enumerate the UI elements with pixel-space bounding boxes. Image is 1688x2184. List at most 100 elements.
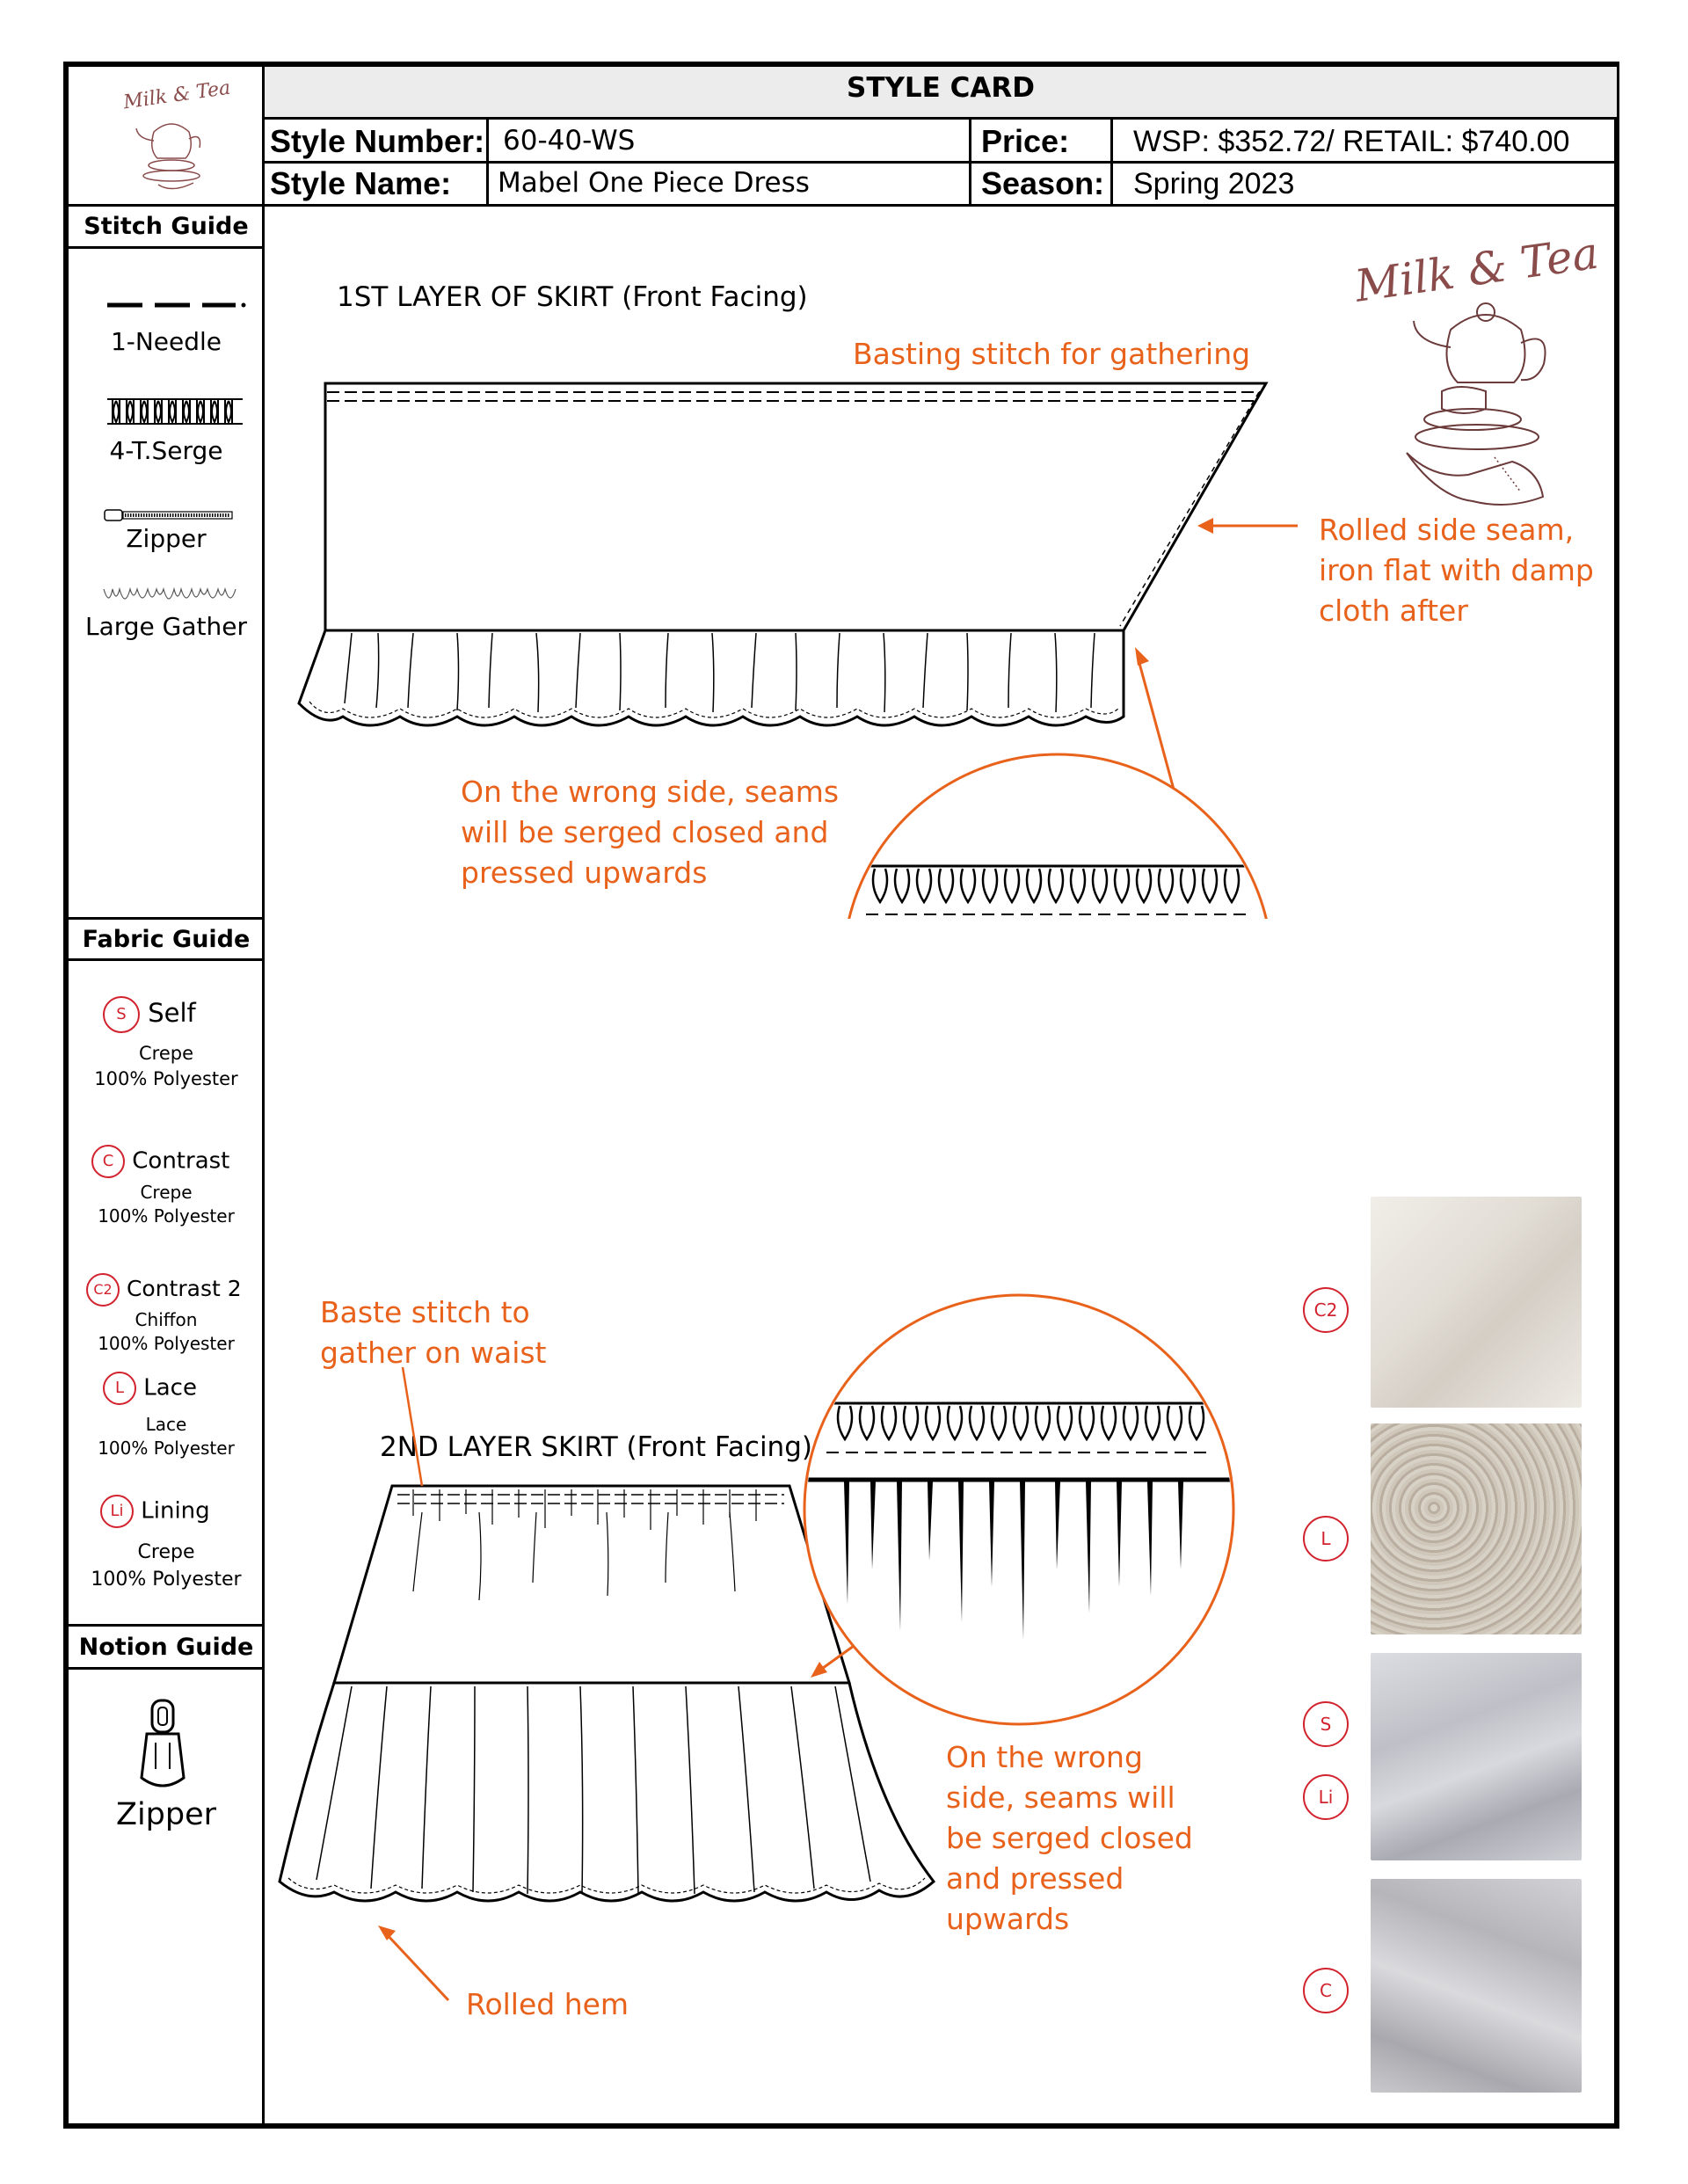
note-line: upwards: [946, 1902, 1070, 1936]
fabric-lining-name: Lining: [141, 1497, 210, 1525]
season-label: Season:: [981, 165, 1105, 201]
fabric-guide-title: Fabric Guide: [82, 926, 251, 953]
fabric-code-badge: Li: [1303, 1774, 1349, 1820]
fabric-guide-top-line: [66, 917, 264, 920]
fabric-code-badge: S: [103, 996, 140, 1033]
stitch-guide-line: [66, 246, 264, 249]
swatch-code-s: S: [1303, 1701, 1349, 1747]
fabric-self-type: Crepe: [138, 1043, 193, 1064]
fabric-code-badge: Li: [100, 1495, 134, 1528]
fabric-self: S Self: [103, 996, 196, 1033]
swatch-crepe-self-image: [1371, 1653, 1582, 1860]
notion-zipper-label: Zipper: [115, 1797, 217, 1832]
one-needle-stitch-icon: [107, 302, 246, 308]
stitch-zipper-label: Zipper: [126, 524, 207, 553]
header-line-1: [262, 117, 1617, 120]
stitch-serge-label: 4-T.Serge: [109, 436, 223, 465]
fabric-code-badge: L: [1303, 1516, 1349, 1562]
header-divider-a: [486, 118, 489, 205]
stitch-large-gather-label: Large Gather: [85, 612, 247, 641]
layer1-skirt-drawing: [297, 382, 1298, 919]
sidebar-divider: [262, 64, 265, 2126]
fabric-code-badge: L: [103, 1372, 136, 1405]
page-title: STYLE CARD: [847, 72, 1035, 104]
style-number-label: Style Number:: [270, 123, 485, 159]
swatch-crepe-contrast-image: [1371, 1879, 1582, 2093]
note-line: On the wrong: [946, 1740, 1143, 1774]
note-line: Rolled side seam,: [1319, 513, 1575, 547]
fabric-code-badge: C: [1303, 1968, 1349, 2013]
layer1-basting-note: Basting stitch for gathering: [853, 337, 1251, 371]
brand-logo-small: Milk & Tea: [121, 77, 232, 190]
layer1-side-seam-note: Rolled side seam, iron flat with damp cl…: [1319, 510, 1594, 631]
fabric-lace: L Lace: [103, 1372, 197, 1405]
fabric-contrast-2-type: Chiffon: [135, 1309, 198, 1330]
fabric-guide-line: [66, 958, 264, 961]
price-value: WSP: $352.72/ RETAIL: $740.00: [1133, 125, 1570, 158]
fabric-contrast-2-name: Contrast 2: [126, 1276, 242, 1301]
note-line: cloth after: [1319, 593, 1468, 628]
fabric-lace-type: Lace: [145, 1414, 187, 1435]
fabric-contrast-2-content: 100% Polyester: [98, 1333, 235, 1354]
logo-text-small: Milk & Tea: [121, 77, 232, 114]
price-label: Price:: [981, 123, 1070, 159]
layer2-waist-note: Baste stitch to gather on waist: [320, 1292, 547, 1373]
layer1-seam-note: On the wrong side, seams will be serged …: [461, 772, 839, 893]
notion-guide-title: Notion Guide: [78, 1634, 254, 1661]
note-line: gather on waist: [320, 1336, 547, 1370]
logo-text-large: Milk & Tea: [1351, 228, 1602, 312]
header-line-2: [262, 161, 1617, 164]
swatch-code-c2: C2: [1303, 1287, 1349, 1333]
notion-guide-top-line: [66, 1624, 264, 1627]
brand-logo-large: Milk & Tea: [1351, 228, 1602, 506]
fabric-contrast-content: 100% Polyester: [98, 1205, 235, 1227]
layer2-title: 2ND LAYER SKIRT (Front Facing): [380, 1431, 812, 1463]
note-line: will be serged closed and: [461, 815, 829, 849]
note-line: On the wrong side, seams: [461, 775, 840, 809]
note-line: be serged closed: [946, 1821, 1193, 1855]
note-line: and pressed: [946, 1861, 1124, 1896]
fabric-code-badge: C: [91, 1145, 125, 1178]
style-number-value: 60-40-WS: [503, 125, 636, 157]
zipper-pull-icon: [140, 1699, 186, 1787]
fabric-contrast-name: Contrast: [132, 1147, 230, 1175]
fabric-contrast-type: Crepe: [140, 1182, 193, 1203]
large-gather-stitch-icon: [103, 586, 236, 600]
fabric-contrast: C Contrast: [91, 1145, 229, 1178]
fabric-code-badge: S: [1303, 1701, 1349, 1747]
swatch-code-li: Li: [1303, 1774, 1349, 1820]
header-divider-c: [1110, 118, 1113, 205]
note-line: pressed upwards: [461, 855, 708, 890]
fabric-lace-name: Lace: [143, 1374, 197, 1401]
note-line: iron flat with damp: [1319, 553, 1594, 587]
layer2-hem-note: Rolled hem: [466, 1987, 629, 2021]
layer2-skirt-drawing: [278, 1293, 1235, 2002]
style-card-frame: [63, 62, 1619, 2129]
layer2-seam-note: On the wrong side, seams will be serged …: [946, 1737, 1193, 1940]
fabric-code-badge: C2: [86, 1273, 120, 1307]
note-line: Baste stitch to: [320, 1295, 530, 1329]
fabric-lace-content: 100% Polyester: [98, 1438, 235, 1459]
swatch-code-l: L: [1303, 1516, 1349, 1562]
stitch-guide-title: Stitch Guide: [84, 213, 249, 240]
fabric-lining: Li Lining: [100, 1495, 210, 1528]
header-line-3: [66, 204, 1617, 207]
style-name-value: Mabel One Piece Dress: [498, 167, 810, 199]
swatch-code-c: C: [1303, 1968, 1349, 2013]
serge-stitch-icon: [107, 398, 243, 425]
notion-guide-line: [66, 1667, 264, 1670]
header-divider-b: [969, 118, 971, 205]
fabric-self-content: 100% Polyester: [94, 1068, 238, 1089]
zipper-stitch-icon: [104, 509, 233, 521]
swatch-chiffon-image: [1371, 1197, 1582, 1408]
fabric-self-name: Self: [148, 998, 196, 1028]
style-name-label: Style Name:: [270, 165, 452, 201]
fabric-contrast-2: C2 Contrast 2: [86, 1273, 242, 1307]
season-value: Spring 2023: [1133, 167, 1295, 200]
fabric-code-badge: C2: [1303, 1287, 1349, 1333]
title-band: [265, 67, 1617, 117]
fabric-lining-type: Crepe: [137, 1541, 195, 1563]
stitch-one-needle-label: 1-Needle: [110, 327, 222, 356]
fabric-lining-content: 100% Polyester: [91, 1569, 242, 1591]
layer1-title: 1ST LAYER OF SKIRT (Front Facing): [337, 281, 808, 313]
